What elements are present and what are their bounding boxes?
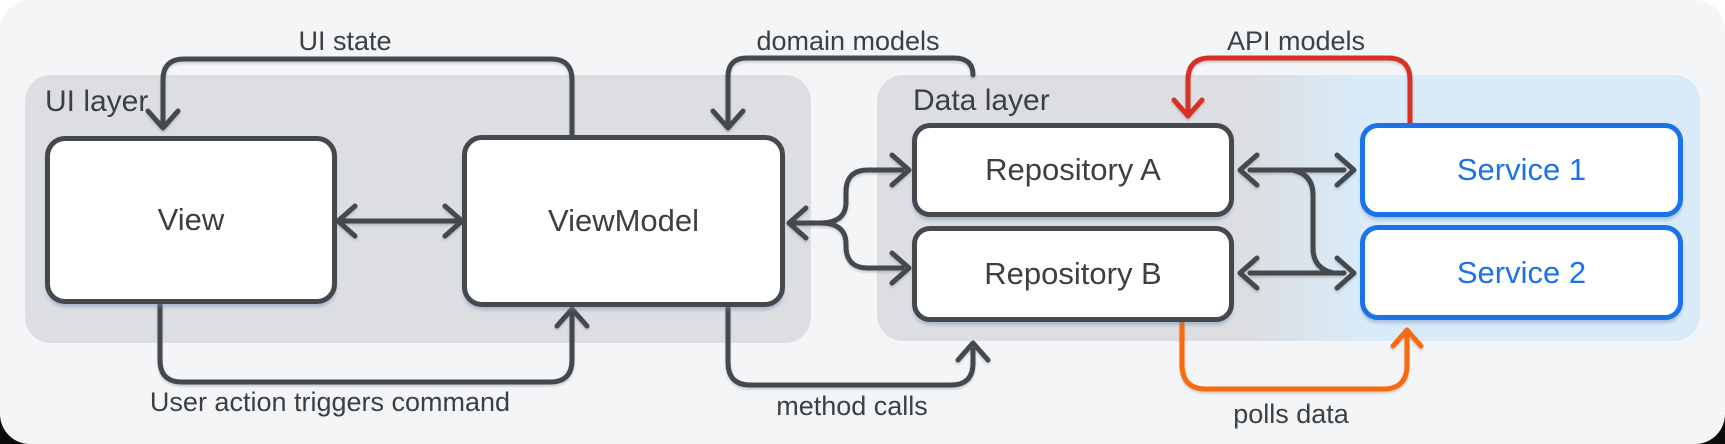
domain-models-arrow-label: domain models — [756, 26, 940, 56]
repository-a-box-label: Repository A — [985, 152, 1161, 187]
domain-models-arrow — [710, 55, 976, 131]
service-arrows-cross-connector — [1289, 167, 1337, 276]
user-action-arrow — [157, 302, 590, 385]
ui-state-arrow-label: UI state — [298, 26, 392, 56]
viewmodel-repositories-fork-arrow — [786, 152, 912, 286]
viewmodel-box: ViewModel — [462, 135, 785, 307]
repository-a-box: Repository A — [912, 123, 1234, 217]
view-viewmodel-arrow — [335, 203, 465, 239]
repository-b-box: Repository B — [912, 226, 1234, 322]
api-models-arrow — [1171, 55, 1413, 126]
ui-layer-label: UI layer — [45, 85, 149, 118]
view-box: View — [45, 136, 337, 304]
polls-data-arrow-label: polls data — [1233, 399, 1349, 429]
api-models-arrow-label: API models — [1226, 26, 1366, 56]
service-1-box: Service 1 — [1360, 123, 1683, 217]
repository-b-box-label: Repository B — [984, 256, 1162, 291]
viewmodel-box-label: ViewModel — [547, 203, 700, 238]
service-1-box-label: Service 1 — [1456, 152, 1587, 187]
user-action-arrow-label: User action triggers command — [149, 387, 511, 417]
service-2-box-label: Service 2 — [1456, 254, 1587, 290]
ui-state-arrow — [145, 56, 575, 138]
repository-b-service-2-arrow — [1237, 255, 1357, 291]
method-calls-arrow-label: method calls — [776, 391, 928, 421]
service-2-box: Service 2 — [1360, 225, 1683, 320]
data-layer-label: Data layer — [913, 84, 1050, 117]
method-calls-arrow — [725, 304, 991, 388]
polls-data-arrow — [1179, 319, 1424, 392]
view-box-label: View — [157, 202, 225, 237]
